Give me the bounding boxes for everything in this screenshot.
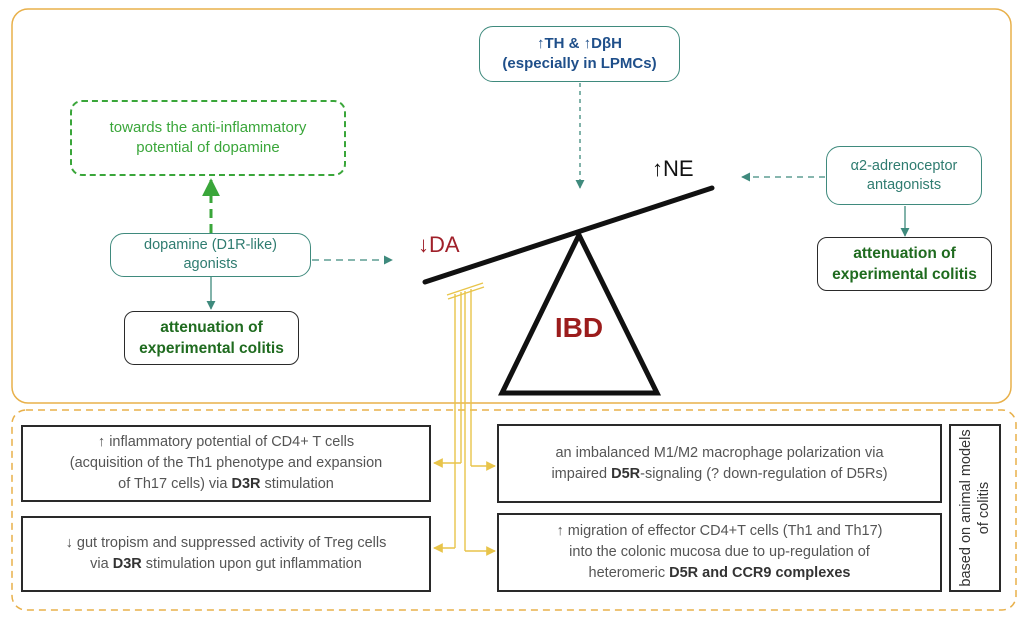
alpha2-antagonists-box: α2-adrenoceptor antagonists [826, 146, 982, 205]
alpha2-line1: α2-adrenoceptor [850, 157, 958, 174]
effect-treg-box: ↓ gut tropism and suppressed activity of… [21, 516, 431, 592]
effect-macrophage-line2: impaired D5R-signaling (? down-regulatio… [551, 465, 888, 482]
ne-label: ↑NE [652, 156, 694, 181]
enzymes-box: ↑TH & ↑DβH (especially in LPMCs) [479, 26, 680, 82]
attenuation-right-line1: attenuation of [853, 245, 956, 262]
dopamine-agonists-line2: agonists [183, 256, 238, 272]
anti-inflammatory-box: towards the anti-inflammatory potential … [70, 100, 346, 176]
effect-treg-line1: ↓ gut tropism and suppressed activity of… [65, 535, 387, 551]
effect-macrophage-box: an imbalanced M1/M2 macrophage polarizat… [497, 424, 942, 503]
effect-migration-line1: ↑ migration of effector CD4+T cells (Th1… [556, 523, 883, 539]
effect-migration-line2: into the colonic mucosa due to up-regula… [569, 544, 870, 560]
effect-cd4-line2: (acquisition of the Th1 phenotype and ex… [69, 455, 383, 471]
side-note-text: based on animal models of colitis [958, 429, 992, 587]
effect-cd4-line3: of Th17 cells) via D3R stimulation [118, 476, 334, 492]
effect-migration-box: ↑ migration of effector CD4+T cells (Th1… [497, 513, 942, 592]
dopamine-agonists-box: dopamine (D1R-like) agonists [110, 233, 311, 277]
enzymes-line1: ↑TH & ↑DβH [537, 35, 622, 52]
top-panel-border [11, 8, 1012, 404]
seesaw-beam [422, 185, 715, 285]
anti-inflammatory-line2: potential of dopamine [136, 139, 280, 156]
attenuation-left-line1: attenuation of [160, 319, 263, 336]
ibd-triangle [498, 229, 662, 396]
effect-treg-line2: via D3R stimulation upon gut inflammatio… [90, 556, 362, 572]
side-note-box: based on animal models of colitis [949, 424, 1001, 592]
alpha2-line2: antagonists [866, 176, 942, 193]
anti-inflammatory-line1: towards the anti-inflammatory [109, 119, 307, 136]
effect-macrophage-line1: an imbalanced M1/M2 macrophage polarizat… [555, 444, 884, 461]
da-label: ↓DA [418, 232, 460, 257]
ibd-label: IBD [554, 312, 604, 343]
enzymes-line2: (especially in LPMCs) [502, 55, 657, 72]
effect-migration-line3: heteromeric D5R and CCR9 complexes [588, 565, 851, 581]
dopamine-agonists-line1: dopamine (D1R-like) [144, 237, 277, 253]
attenuation-right-line2: experimental colitis [832, 266, 977, 283]
attenuation-right-box: attenuation of experimental colitis [817, 237, 992, 291]
effect-cd4-line1: ↑ inflammatory potential of CD4+ T cells [97, 434, 355, 450]
effect-cd4-box: ↑ inflammatory potential of CD4+ T cells… [21, 425, 431, 502]
attenuation-left-line2: experimental colitis [139, 340, 284, 357]
bottom-panel-border [11, 409, 1017, 611]
attenuation-left-box: attenuation of experimental colitis [124, 311, 299, 365]
